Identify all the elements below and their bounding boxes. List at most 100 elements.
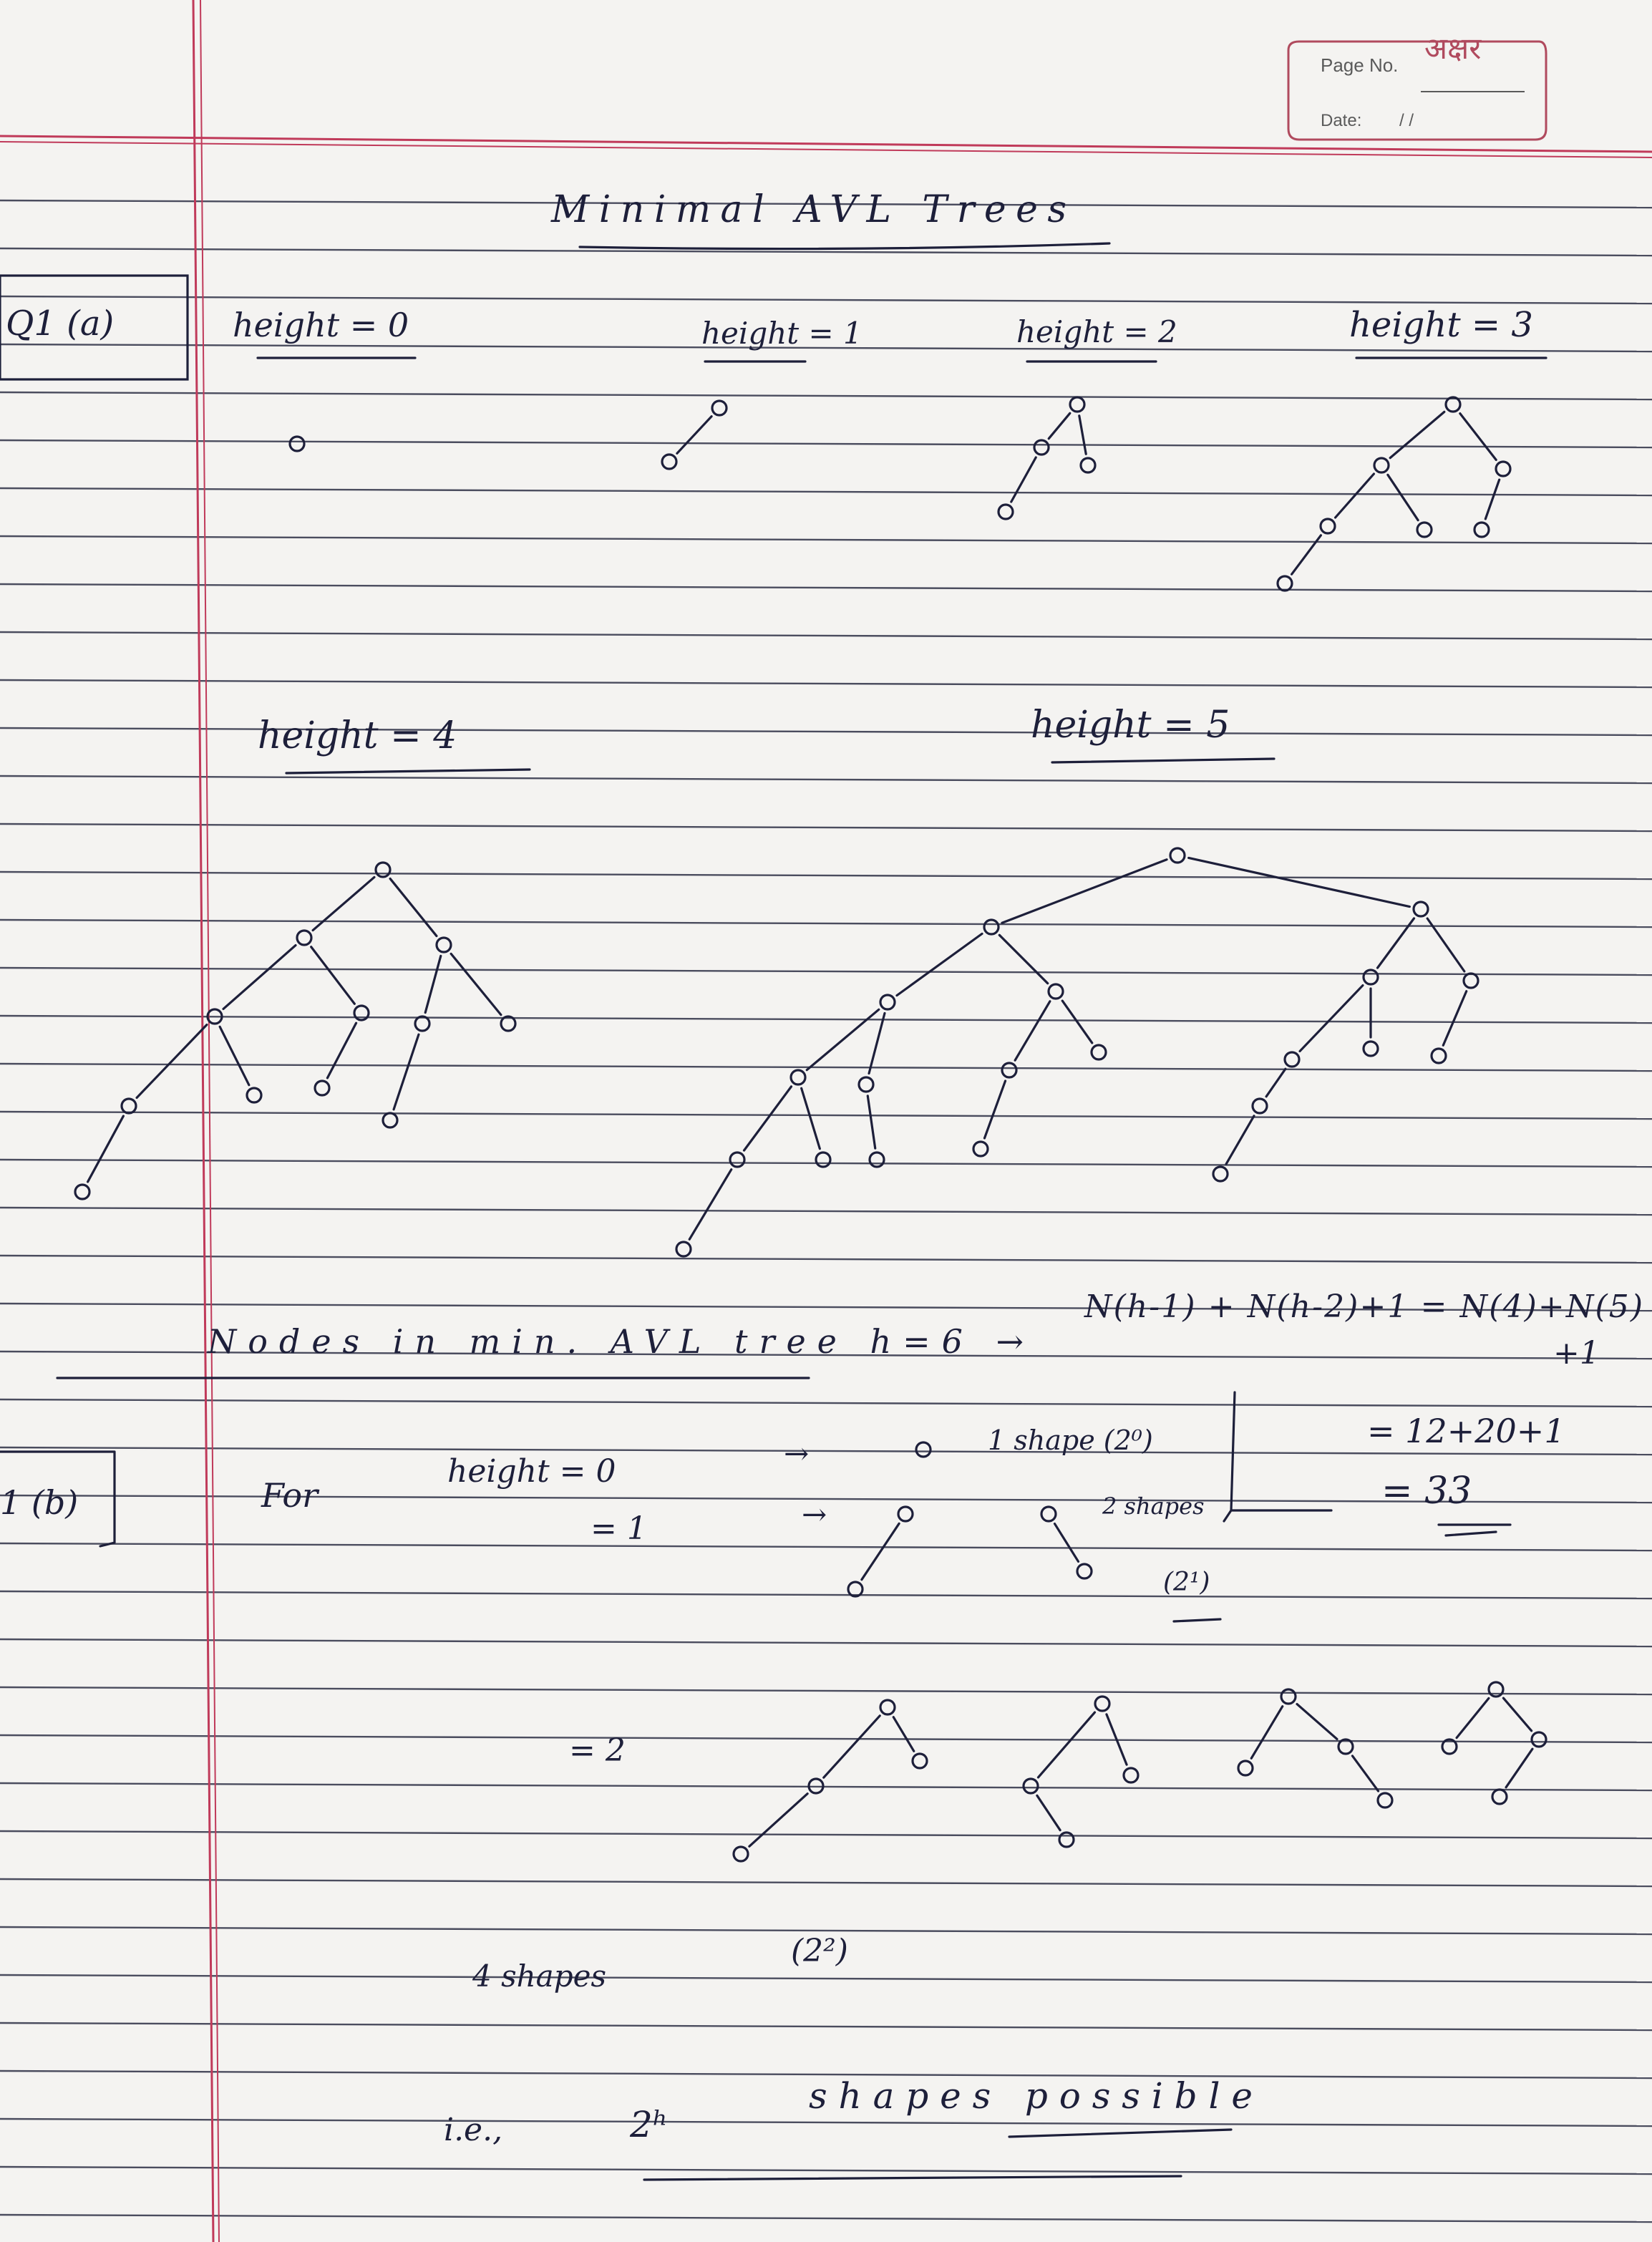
rule-line [0,343,1652,353]
height-3-label: height = 3 [1349,305,1533,345]
rule-line [0,199,1652,209]
shapes-possible-label: shapes possible [809,2075,1253,2117]
tree-node [1337,1738,1354,1755]
tree-node [1076,1563,1093,1580]
nodes-statement: Nodes in min. AVL tree h=6 → [207,1322,1024,1361]
tree-height-4 [74,861,517,1200]
rule-line [0,2022,1652,2032]
rule-line [0,2117,1652,2127]
tree-node [868,1151,885,1168]
rule-line [0,1878,1652,1888]
q1b-h1: = 1 [591,1510,647,1547]
tree-node [500,1015,517,1032]
rule-line [0,775,1652,785]
page-title: Minimal AVL Trees [550,188,1066,231]
rule-line [0,870,1652,880]
shape-h2-2 [1022,1695,1140,1848]
tree-node [789,1069,807,1086]
tree-edge [1225,1115,1255,1165]
tree-node [1069,396,1086,413]
rule-line [0,439,1652,449]
tree-edge [1047,412,1072,440]
tree-node [296,929,313,946]
tree-node [1033,439,1050,456]
tree-edge [424,954,442,1014]
tree-node [1094,1695,1111,1712]
tree-node [374,861,392,878]
tree-edge [1250,1705,1284,1760]
tree-node [1237,1760,1254,1777]
tree-node [435,936,452,953]
tree-edge [1010,456,1037,503]
shape-count-h1: 2 shapes [1102,1493,1204,1520]
q1a-tag: Q1 (a) [6,304,114,344]
tree-edge [1001,858,1168,924]
tree-edge [1061,999,1094,1044]
shape-h1-right [1040,1505,1093,1580]
rule-line [0,2165,1652,2175]
tree-edge [1105,1713,1128,1766]
tree-edge [1426,917,1466,973]
tree-edge [1078,414,1087,455]
tree-edge [389,877,438,938]
tree-node [1462,972,1479,989]
tree-node [1444,396,1462,413]
rule-line [0,1686,1652,1696]
shape-h2-4 [1441,1681,1547,1805]
tree-edge [1290,534,1323,576]
tree-node [1416,521,1433,538]
rule-line [0,1302,1652,1312]
rule-line [0,1014,1652,1024]
rule-line [0,679,1652,689]
tree-edge [805,1008,880,1072]
tree-edge [1296,1702,1338,1741]
rule-line [0,727,1652,737]
tree-height-3 [1276,396,1512,592]
tree-node [206,1008,223,1025]
tree-node [997,503,1014,520]
tree-node [246,1087,263,1104]
tree-node [815,1151,832,1168]
tree-edge [218,1025,251,1087]
shape-h2-1 [732,1699,928,1863]
tree-edge [222,943,297,1011]
tree-node [1319,518,1336,535]
tree-edge [1265,1067,1287,1098]
tree-node [911,1752,928,1770]
rule-line [0,1062,1652,1072]
tree-node [1169,847,1186,864]
shape-h2-3 [1237,1688,1394,1809]
rule-line [0,1494,1652,1504]
tree-node [1001,1062,1018,1079]
tree-node [1280,1688,1297,1705]
q1b-arrow-1: → [802,1497,827,1532]
nodes-result: = 33 [1381,1470,1472,1513]
height-5-label: height = 5 [1031,704,1230,747]
tree-edge [892,1716,915,1752]
tree-edge [1298,984,1364,1053]
tree-node [1090,1044,1107,1061]
tree-edge [1484,478,1501,520]
rule-line [0,1350,1652,1360]
q1b-h2: = 2 [569,1732,626,1769]
tree-node [1412,901,1429,918]
q1b-for: For [261,1476,320,1515]
rule-line [0,1254,1652,1264]
tree-node [1283,1051,1301,1068]
rule-line [0,1158,1652,1168]
tree-node [1491,1788,1508,1805]
tree-edge [450,952,502,1016]
tree-edge [895,932,983,997]
shape-h0 [915,1441,932,1458]
tree-edge [1187,856,1411,908]
tree-node [1251,1097,1268,1115]
tree-node [1276,575,1293,592]
height-4-label: height = 4 [258,714,457,757]
tree-node [972,1140,989,1158]
tree-edge [676,415,713,455]
tree-edge [1333,472,1376,519]
tree-edge [1459,412,1497,461]
tree-node [1047,983,1064,1000]
tree-edge [868,1011,886,1075]
rule-line [0,1542,1652,1552]
